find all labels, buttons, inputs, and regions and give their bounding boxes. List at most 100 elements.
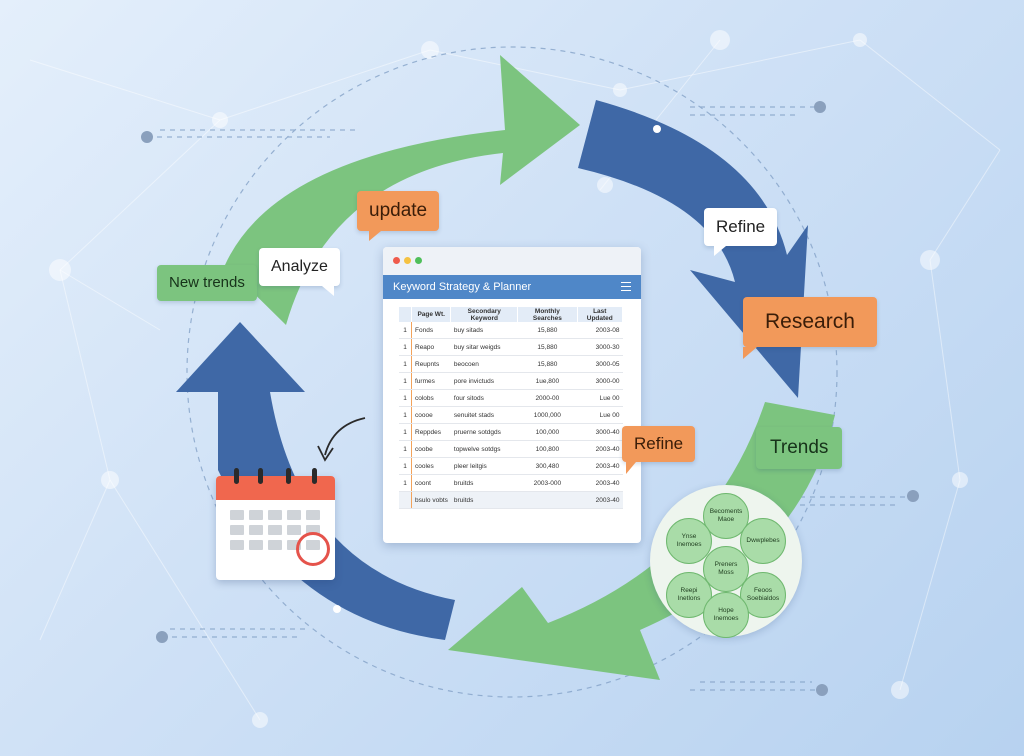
minimize-dot-icon[interactable] xyxy=(404,257,411,264)
highlighted-date-circle xyxy=(296,532,330,566)
table-cell-secondary: pore invictuds xyxy=(450,372,518,390)
table-cell-secondary: pleer leitgis xyxy=(450,457,518,475)
table-cell-searches: 2000-00 xyxy=(517,389,578,407)
table-cell-updated: 3000-40 xyxy=(577,423,623,441)
green-arrow-right xyxy=(448,402,835,680)
table-cell-idx: 1 xyxy=(399,322,412,339)
calendar-ring xyxy=(234,468,239,484)
column-header xyxy=(399,307,412,322)
trends-label: Trends xyxy=(756,427,843,469)
table-cell-updated: 2003-08 xyxy=(577,322,623,339)
table-cell-updated: Lue 00 xyxy=(577,389,623,407)
table-cell-searches: 15,880 xyxy=(517,338,578,356)
table-cell-keyword: Fonds xyxy=(411,322,451,339)
table-cell-keyword: Reppdes xyxy=(411,423,451,441)
table-cell-secondary: senuitet stads xyxy=(450,406,518,424)
table-cell-idx: 1 xyxy=(399,423,412,441)
guide-dots xyxy=(141,101,919,696)
table-cell-updated: 3000-30 xyxy=(577,338,623,356)
network-background xyxy=(29,39,1001,721)
topic-cluster: Becoments Maoe Ynse Inemoes Dwwplebes Pr… xyxy=(650,485,802,638)
pointer-arrowhead xyxy=(317,445,334,462)
table-cell-secondary: bruitds xyxy=(450,491,518,509)
table-cell-searches: 2003-000 xyxy=(517,474,578,492)
keyword-planner-window: Keyword Strategy & Planner Page Wt. Seco… xyxy=(383,247,641,543)
analyze-label: Analyze xyxy=(259,248,340,296)
table-cell-idx: 1 xyxy=(399,457,412,475)
table-cell-secondary: four sitods xyxy=(450,389,518,407)
table-cell-idx: 1 xyxy=(399,440,412,458)
hamburger-menu-icon[interactable] xyxy=(621,282,631,291)
table-cell-updated: 3000-05 xyxy=(577,355,623,373)
table-cell-updated: 2003-40 xyxy=(577,474,623,492)
keyword-table: Page Wt. Secondary Keyword Monthly Searc… xyxy=(399,307,624,509)
table-cell-keyword: bsulo vobts xyxy=(411,491,451,509)
table-cell-searches: 100,800 xyxy=(517,440,578,458)
update-label: update xyxy=(357,191,440,241)
cluster-node: Hope Inemoes xyxy=(703,592,749,638)
table-cell-updated: 2003-40 xyxy=(577,491,623,509)
research-label: Research xyxy=(743,297,877,359)
window-chrome xyxy=(383,247,641,275)
dashed-guides xyxy=(147,46,913,698)
column-header: Page Wt. xyxy=(411,307,452,322)
table-cell-secondary: bruitds xyxy=(450,474,518,492)
close-dot-icon[interactable] xyxy=(393,257,400,264)
table-cell-searches xyxy=(517,491,578,509)
blue-arrow-left xyxy=(176,322,455,640)
new-trends-label: New trends xyxy=(157,265,257,301)
table-cell-searches: 1000,000 xyxy=(517,406,578,424)
cluster-node: Reepi Inetlons xyxy=(666,572,712,618)
column-header: Secondary Keyword xyxy=(450,307,519,322)
table-cell-updated: 3000-00 xyxy=(577,372,623,390)
table-cell-idx: 1 xyxy=(399,355,412,373)
column-header: Monthly Searches xyxy=(517,307,578,322)
table-cell-keyword: coobe xyxy=(411,440,451,458)
maximize-dot-icon[interactable] xyxy=(415,257,422,264)
table-cell-secondary: topwelve sotdgs xyxy=(450,440,518,458)
table-cell-keyword: furmes xyxy=(411,372,451,390)
curved-pointer-arrow xyxy=(324,417,366,456)
planner-title: Keyword Strategy & Planner xyxy=(393,281,532,293)
column-header: Last Updated xyxy=(577,307,624,322)
calendar-ring xyxy=(286,468,291,484)
table-cell-idx: 1 xyxy=(399,389,412,407)
refine-label-top: Refine xyxy=(704,208,778,256)
table-cell-idx: 1 xyxy=(399,338,412,356)
table-cell-secondary: buy sitar weigds xyxy=(450,338,518,356)
table-cell-idx xyxy=(399,491,412,509)
table-header-row: Page Wt. Secondary Keyword Monthly Searc… xyxy=(399,307,624,322)
table-cell-keyword: cooles xyxy=(411,457,451,475)
calendar-ring xyxy=(312,468,317,484)
calendar-icon xyxy=(216,468,335,580)
refine-label-middle: Refine xyxy=(622,426,696,474)
table-cell-secondary: buy sitads xyxy=(450,322,518,339)
table-cell-idx: 1 xyxy=(399,372,412,390)
table-cell-keyword: Reupnts xyxy=(411,355,451,373)
table-cell-keyword: coont xyxy=(411,474,451,492)
table-cell-searches: 15,880 xyxy=(517,355,578,373)
calendar-ring xyxy=(258,468,263,484)
table-cell-updated: 2003-40 xyxy=(577,440,623,458)
planner-header: Keyword Strategy & Planner xyxy=(383,275,641,299)
table-cell-secondary: pruerne sotdgds xyxy=(450,423,518,441)
table-cell-searches: 1ue,800 xyxy=(517,372,578,390)
table-cell-keyword: coooe xyxy=(411,406,451,424)
table-cell-keyword: colobs xyxy=(411,389,451,407)
table-cell-updated: 2003-40 xyxy=(577,457,623,475)
cluster-node: Ynse Inemoes xyxy=(666,518,712,564)
table-cell-secondary: beocoen xyxy=(450,355,518,373)
table-cell-idx: 1 xyxy=(399,474,412,492)
network-nodes xyxy=(49,30,968,728)
table-cell-searches: 100,000 xyxy=(517,423,578,441)
table-cell-searches: 15,880 xyxy=(517,322,578,339)
